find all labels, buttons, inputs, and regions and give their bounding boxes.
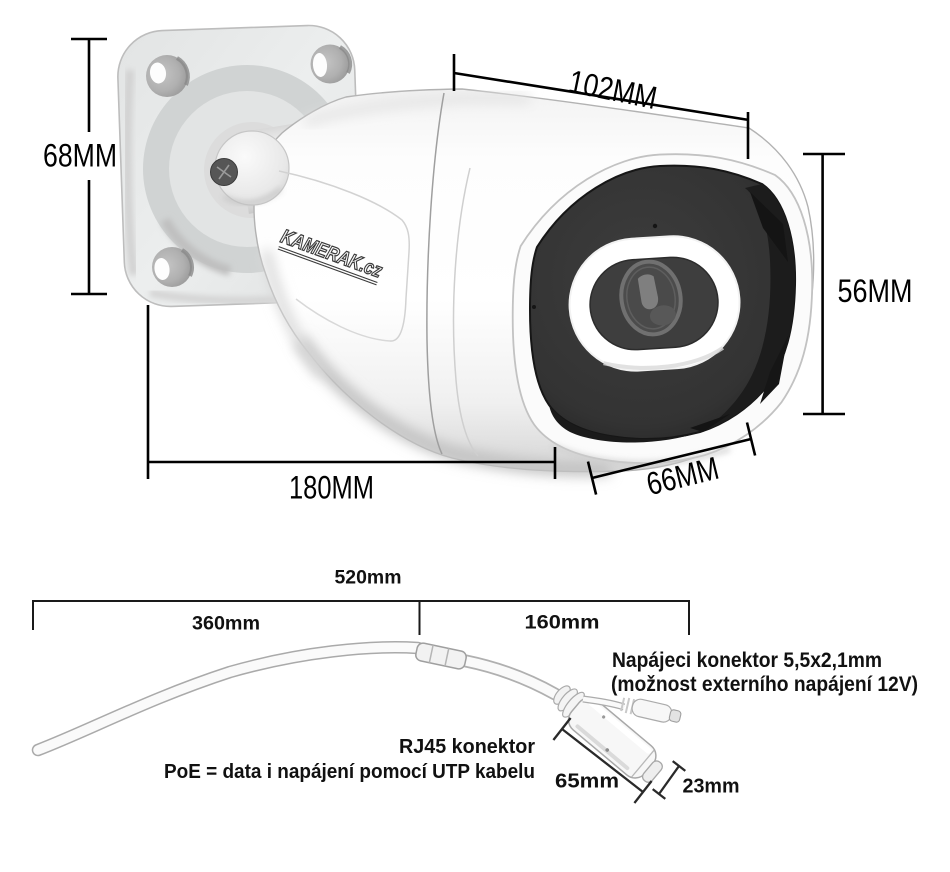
svg-text:PoE = data i napájení pomocí U: PoE = data i napájení pomocí UTP kabelu	[164, 760, 535, 783]
svg-text:56MM: 56MM	[838, 273, 913, 309]
svg-text:520mm: 520mm	[335, 568, 402, 589]
svg-text:68MM: 68MM	[43, 138, 117, 174]
svg-text:(možnost externího napájení 12: (možnost externího napájení 12V)	[611, 672, 918, 696]
svg-text:65mm: 65mm	[555, 771, 619, 793]
svg-text:360mm: 360mm	[192, 614, 260, 635]
svg-text:Napájeci konektor 5,5x2,1mm: Napájeci konektor 5,5x2,1mm	[612, 648, 882, 672]
svg-text:180MM: 180MM	[289, 470, 374, 506]
svg-text:160mm: 160mm	[525, 613, 600, 634]
svg-text:23mm: 23mm	[683, 776, 740, 798]
svg-text:RJ45 konektor: RJ45 konektor	[399, 735, 535, 758]
